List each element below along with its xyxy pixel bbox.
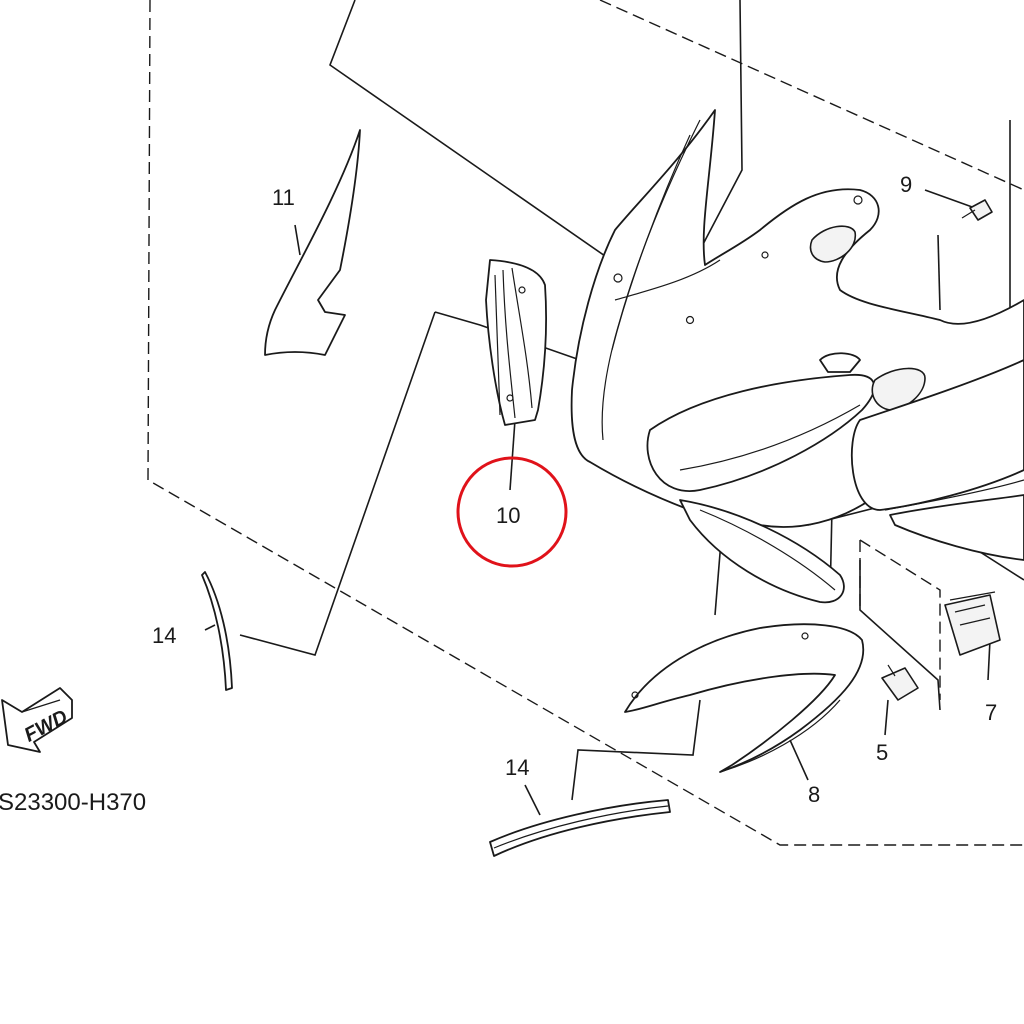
fwd-arrow-icon: [1, 687, 73, 753]
drawing-code: S23300-H370: [0, 789, 146, 816]
part-14-trim-bottom: [489, 799, 671, 857]
callout-11: 11: [272, 185, 295, 210]
sub-boundary-lines: [859, 539, 941, 700]
callout-8: 8: [808, 782, 820, 807]
part-14-trim-left: [201, 571, 233, 691]
part-9-bolt: [961, 199, 993, 221]
part-7-grommet: [944, 591, 1001, 656]
side-under-panel: [679, 359, 1024, 604]
callout-9: 9: [900, 172, 912, 197]
callout-5: 5: [876, 740, 888, 765]
part-11-inner-panel: [264, 129, 361, 356]
part-10-air-duct: [485, 259, 548, 426]
callout-10: 10: [496, 503, 520, 528]
callout-14-left: 14: [152, 623, 176, 648]
callout-7: 7: [985, 700, 997, 725]
callout-14-bottom: 14: [505, 755, 529, 780]
part-8-lower-panel: [624, 623, 865, 773]
highlight-circle: [456, 456, 568, 568]
part-5-clip-nut: [881, 664, 919, 701]
